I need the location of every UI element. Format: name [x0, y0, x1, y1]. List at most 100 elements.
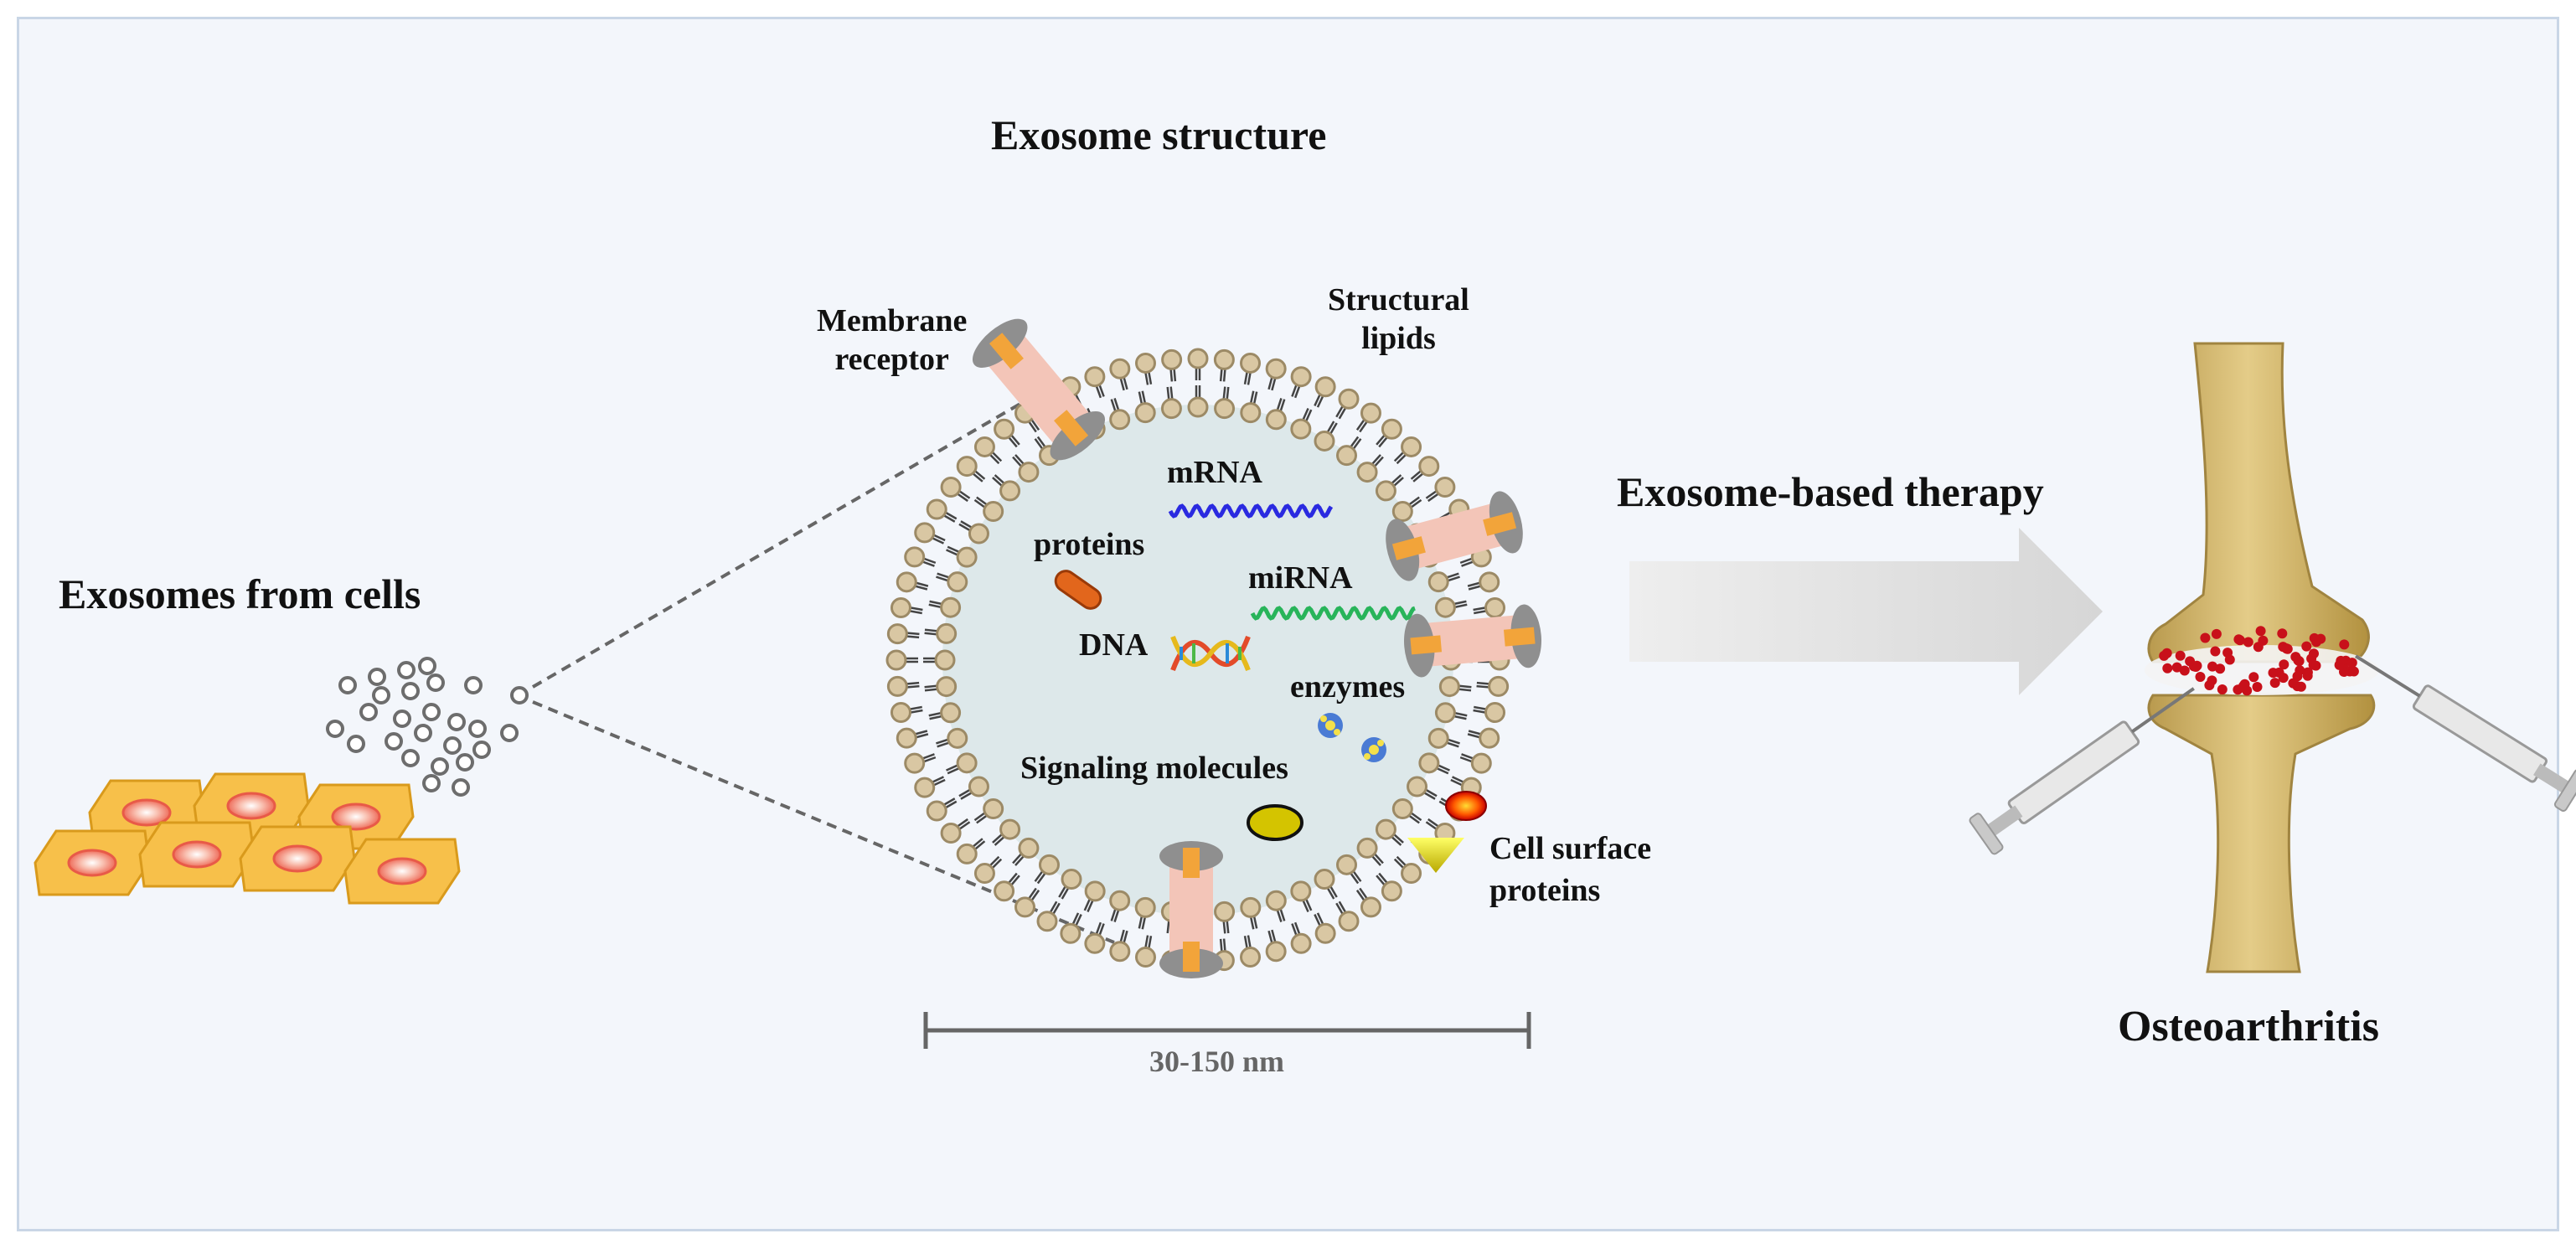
exosome-particle: [470, 721, 485, 736]
injection-dot: [2253, 682, 2263, 692]
enzyme-icon-2: [1361, 737, 1386, 762]
lipid: [1314, 378, 1334, 407]
injection-dot: [2196, 672, 2206, 682]
lipid: [1336, 901, 1358, 931]
lipid: [1111, 398, 1129, 428]
lipid: [942, 478, 969, 502]
injection-dot: [2162, 663, 2172, 674]
lipid: [927, 500, 957, 522]
exosome-particle: [348, 736, 364, 751]
exosome-particle: [424, 776, 439, 791]
cell-surface-proteins-line2: proteins: [1489, 870, 1651, 911]
lipid: [888, 677, 919, 695]
therapy-arrow: [1629, 528, 2103, 695]
exosome-particle: [432, 759, 447, 774]
lipid: [1395, 437, 1421, 463]
lipid: [927, 798, 957, 820]
lipid: [936, 729, 966, 747]
lipid: [1376, 475, 1403, 500]
signaling-molecule-icon: [1248, 806, 1302, 839]
injection-dot: [2293, 671, 2303, 681]
lipid: [1242, 391, 1260, 422]
injection-dot: [2215, 663, 2225, 674]
injection-dot: [2185, 656, 2195, 666]
structural-lipids-line2: lipids: [1328, 319, 1469, 358]
injection-dot: [2180, 666, 2190, 676]
lipid: [1242, 354, 1260, 385]
lipid: [947, 547, 977, 566]
lipid: [1315, 421, 1337, 451]
injection-dot: [2258, 636, 2268, 646]
lipid: [1408, 777, 1438, 799]
lipid: [1038, 901, 1060, 931]
lipid: [975, 857, 1001, 883]
lipid: [888, 625, 919, 643]
mrna-label: mRNA: [1167, 454, 1262, 491]
lipid: [975, 437, 1001, 463]
lipid: [1162, 387, 1180, 418]
lipid: [1085, 882, 1104, 912]
lipid: [1136, 391, 1154, 422]
lipid: [925, 678, 956, 696]
injection-dot: [2176, 651, 2186, 661]
lipid: [1468, 729, 1499, 747]
injection-dot: [2204, 680, 2214, 690]
injection-dot: [2256, 626, 2266, 636]
mirna-label: miRNA: [1248, 560, 1353, 596]
lipid: [1436, 704, 1467, 722]
lipid: [1468, 573, 1499, 591]
lipid: [1216, 387, 1234, 418]
enzymes-label: enzymes: [1290, 668, 1405, 705]
lipid: [916, 777, 945, 797]
lipid: [1429, 573, 1459, 591]
exosome-particle: [449, 715, 464, 730]
lipid: [1412, 457, 1438, 482]
lipid: [1216, 902, 1234, 933]
exosome-particle: [474, 742, 489, 757]
lipid: [1086, 368, 1104, 398]
lipid: [959, 521, 989, 543]
exosome-particles: [328, 658, 527, 795]
exosome-particle: [374, 688, 389, 703]
injection-dot: [2347, 658, 2357, 668]
lipid: [958, 457, 984, 482]
lipid: [959, 777, 989, 799]
lipid: [1061, 913, 1082, 942]
lipid: [993, 820, 1020, 845]
lipid: [1292, 882, 1311, 912]
lipid: [916, 524, 945, 544]
lipid: [1477, 677, 1508, 695]
scale-label: 30-150 nm: [1149, 1044, 1284, 1079]
proteins-label: proteins: [1034, 526, 1144, 563]
lipid: [1426, 478, 1453, 502]
injection-dot: [2222, 648, 2233, 658]
exosome-particle: [395, 711, 410, 726]
lipid: [1136, 936, 1154, 967]
injection-dot: [2210, 647, 2220, 657]
knee-joint-illustration: [1969, 343, 2576, 972]
exosome-particle: [502, 725, 517, 741]
lipid: [1358, 839, 1383, 865]
exosome-particle: [403, 684, 418, 699]
lipid: [1395, 857, 1421, 883]
cell-surface-protein-red: [1446, 792, 1486, 820]
injection-dot: [2233, 634, 2243, 644]
lipid: [1292, 368, 1310, 398]
injection-dot: [2309, 660, 2319, 670]
lipid: [897, 573, 928, 591]
injection-dot: [2200, 633, 2210, 643]
injection-dot: [2238, 681, 2248, 691]
lipid: [929, 704, 960, 722]
lipid: [1336, 390, 1358, 419]
lipid: [1267, 891, 1285, 921]
enzyme-icon-1: [1318, 713, 1343, 738]
syringe-right: [2344, 637, 2576, 812]
lipid: [1189, 349, 1207, 380]
lipid: [1242, 898, 1260, 929]
lipid: [1376, 420, 1401, 446]
lipid: [1136, 898, 1154, 929]
lipid: [1267, 359, 1285, 390]
exosome-particle: [416, 725, 431, 741]
cell: [35, 831, 149, 895]
exosome-particle: [399, 663, 414, 678]
